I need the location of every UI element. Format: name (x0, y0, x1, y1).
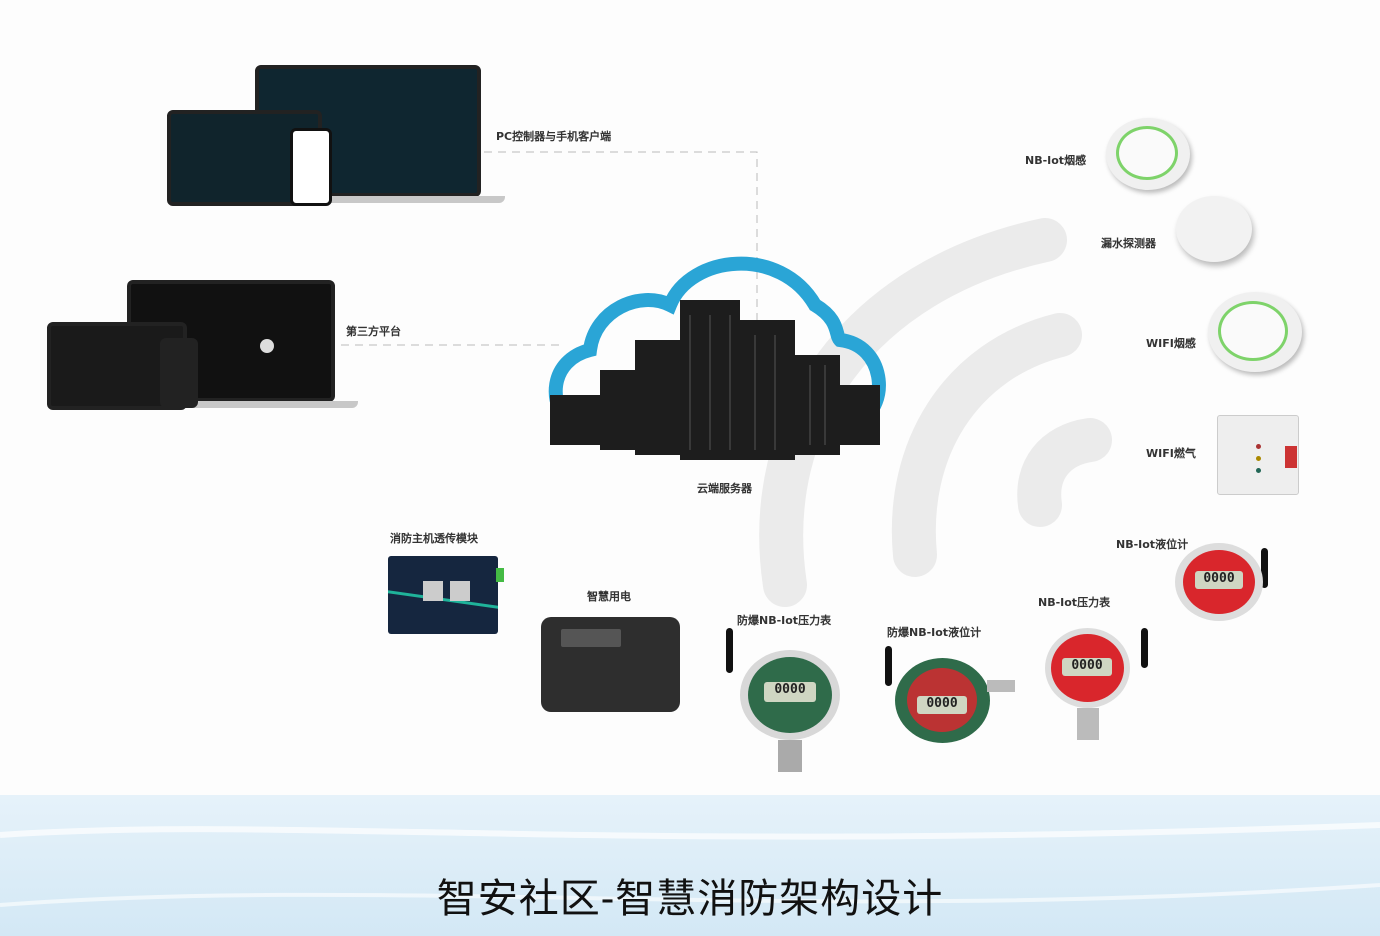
label-cloud-server: 云端服务器 (697, 482, 752, 495)
fire-host-module (388, 556, 504, 634)
label-nb-smoke: NB-Iot烟感 (1025, 154, 1087, 167)
wifi-gas-detector (1217, 415, 1299, 495)
gauge-readout: 0000 (1195, 571, 1243, 589)
label-wifi-smoke: WIFI烟感 (1146, 337, 1196, 350)
connector-pc (470, 151, 758, 330)
label-third-party: 第三方平台 (346, 325, 401, 338)
cloud-server-icon (548, 256, 886, 460)
label-nb-pressure: NB-Iot压力表 (1038, 596, 1111, 609)
label-fire-module: 消防主机透传模块 (390, 532, 478, 545)
label-ex-nb-level: 防爆NB-Iot液位计 (887, 626, 982, 639)
gauge-readout: 0000 (764, 682, 816, 702)
nb-level-gauge: 0000 (1175, 543, 1268, 623)
water-leak-detector (1176, 196, 1252, 262)
label-nb-level: NB-Iot液位计 (1116, 538, 1189, 551)
footer-band (0, 795, 1380, 936)
smart-power-device (541, 617, 680, 712)
label-ex-nb-pressure: 防爆NB-Iot压力表 (737, 614, 832, 627)
footer-streaks (0, 822, 1380, 907)
ex-nb-level-gauge: 0000 (885, 646, 1015, 753)
ex-nb-pressure-gauge: 0000 (726, 628, 840, 775)
label-water-leak: 漏水探测器 (1101, 237, 1156, 250)
gauge-readout: 0000 (917, 696, 967, 714)
nb-pressure-gauge: 0000 (1045, 628, 1148, 743)
page-title: 智安社区-智慧消防架构设计 (436, 876, 944, 922)
wifi-smoke-sensor (1208, 292, 1302, 372)
label-smart-power: 智慧用电 (587, 590, 631, 603)
nb-smoke-sensor (1106, 118, 1190, 190)
gauge-readout: 0000 (1062, 658, 1112, 676)
label-wifi-gas: WIFI燃气 (1146, 447, 1196, 460)
label-pc-client: PC控制器与手机客户端 (496, 130, 612, 143)
